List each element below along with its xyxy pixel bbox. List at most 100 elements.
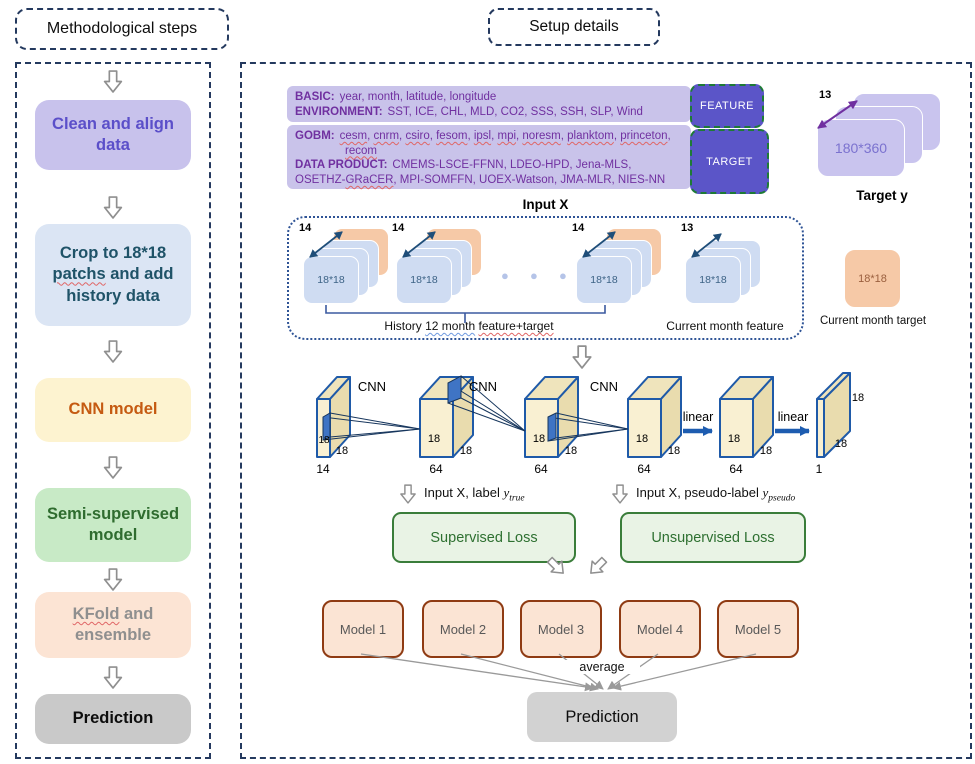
dim-label: 18	[668, 445, 680, 457]
step-label: Semi-supervised model	[46, 504, 180, 544]
dim-label: 18	[852, 392, 864, 404]
basic-line: BASIC: year, month, latitude, longitude	[295, 90, 683, 105]
patch-size: 18*18	[699, 274, 727, 286]
patch-size: 18*18	[858, 272, 887, 285]
channel-label: 14	[316, 462, 330, 476]
channel-label: 64	[729, 462, 743, 476]
conv-window	[547, 412, 557, 442]
setup-details-panel: BASIC: year, month, latitude, longitude E…	[240, 62, 972, 759]
conv-window	[322, 412, 331, 441]
op-label: CNN	[469, 379, 497, 394]
feature-badge: FEATURE	[690, 84, 764, 128]
op-label: CNN	[590, 379, 618, 394]
down-arrow-icon	[104, 340, 123, 363]
target-badge: TARGET	[690, 129, 769, 194]
op-label: linear	[778, 410, 809, 424]
step-label: Clean and align data	[52, 114, 174, 154]
down-arrow-icon	[104, 456, 123, 479]
down-left-arrow-icon	[584, 553, 611, 580]
ensemble-average-lines	[360, 653, 757, 692]
history-patch-stack: 14 18*18	[299, 222, 395, 310]
gobm-models: cesm, cnrm, csiro, fesom, ipsl, mpi, nor…	[339, 130, 671, 157]
channel-label: 64	[429, 462, 443, 476]
step-prediction: Prediction	[35, 694, 191, 744]
step-cnn-model: CNN model	[35, 378, 191, 442]
model-5-box: Model 5	[717, 600, 799, 658]
current-month-feature-stack: 13 18*18	[681, 222, 777, 310]
step-label: CNN model	[68, 400, 158, 419]
right-title-text: Setup details	[529, 18, 619, 35]
op-label: CNN	[358, 379, 386, 394]
supervised-loss-box: Supervised Loss	[392, 512, 576, 563]
basic-label: BASIC:	[295, 91, 335, 103]
dim-label: 18	[428, 433, 440, 445]
dim-label: 18	[835, 438, 847, 450]
depth-arrow-icon	[691, 233, 722, 258]
feature-card-front: 18*18	[396, 256, 452, 304]
step-label: Prediction	[72, 709, 154, 728]
step-clean-align-data: Clean and align data	[35, 100, 191, 170]
unsupervised-input-label: Input X, pseudo-label ypseudo	[612, 484, 795, 504]
environment-items: SST, ICE, CHL, MLD, CO2, SSS, SSH, SLP, …	[387, 105, 643, 118]
environment-label: ENVIRONMENT:	[295, 105, 383, 118]
target-variables-box: GOBM: cesm, cnrm, csiro, fesom, ipsl, mpi…	[287, 125, 691, 189]
supervised-input-label: Input X, label ytrue	[400, 484, 525, 504]
prediction-box: Prediction	[527, 692, 677, 742]
gobm-label: GOBM:	[295, 130, 335, 142]
dim-label: 18	[318, 435, 330, 446]
average-label: average	[564, 660, 640, 674]
basic-items: year, month, latitude, longitude	[339, 91, 497, 103]
step-label: Crop to 18*18 patchs and add history dat…	[52, 244, 174, 305]
down-arrow-icon	[572, 345, 592, 369]
history-patch-stack: 14 18*18	[392, 222, 488, 310]
map-card-front: 180*360	[817, 119, 905, 177]
step-label: KFold and ensemble	[72, 604, 154, 644]
dim-label: 18	[336, 445, 348, 457]
down-arrow-icon	[400, 484, 416, 504]
unsupervised-loss-box: Unsupervised Loss	[620, 512, 806, 563]
dim-label: 18	[636, 433, 648, 445]
history-bracket	[325, 305, 606, 323]
model-2-box: Model 2	[422, 600, 504, 658]
depth-arrow-icon	[582, 231, 616, 258]
step-semi-supervised: Semi-supervised model	[35, 488, 191, 562]
dim-label: 18	[728, 433, 740, 445]
step-kfold-ensemble: KFold and ensemble	[35, 592, 191, 658]
map-size: 180*360	[834, 140, 888, 156]
model-3-box: Model 3	[520, 600, 602, 658]
depth-count: 14	[299, 222, 312, 234]
methodological-steps-panel: Clean and align data Crop to 18*18 patch…	[15, 62, 211, 759]
data-product-line: DATA PRODUCT:CMEMS-LSCE-FFNN, LDEO-HPD, …	[295, 159, 666, 186]
conv-window	[447, 375, 462, 404]
op-label: linear	[683, 410, 714, 424]
target-y-stack: 13 180*360	[807, 89, 957, 184]
cnn-architecture-diagram: CNN CNN CNN linear linear 18 18 18 18 18…	[316, 372, 864, 476]
feature-card-front: 18*18	[303, 256, 359, 304]
patch-size: 18*18	[590, 274, 618, 286]
model-4-box: Model 4	[619, 600, 701, 658]
history-patch-stack: 14 18*18	[572, 222, 668, 310]
down-arrow-icon	[104, 70, 123, 93]
channel-label: 64	[534, 462, 548, 476]
down-arrow-icon	[104, 196, 123, 219]
channel-label: 64	[637, 462, 651, 476]
left-title-text: Methodological steps	[46, 20, 198, 37]
gobm-line: GOBM: cesm, cnrm, csiro, fesom, ipsl, mpi…	[295, 129, 683, 158]
depth-count: 14	[572, 222, 585, 234]
feature-variables-box: BASIC: year, month, latitude, longitude E…	[287, 86, 691, 122]
down-arrow-icon	[612, 484, 628, 504]
input-x-label: Input X	[522, 197, 569, 212]
feature-card-front: 18*18	[685, 256, 741, 304]
depth-count: 13	[819, 89, 832, 101]
dim-label: 18	[533, 433, 545, 445]
depth-count: 14	[392, 222, 405, 234]
dim-label: 18	[460, 445, 472, 457]
depth-arrow-icon	[402, 231, 436, 258]
patch-size: 18*18	[317, 274, 345, 286]
target-y-label: Target y	[856, 188, 908, 203]
input-x-container: 14 18*18 14 18*18 ●●● 14	[287, 216, 804, 340]
depth-count: 13	[681, 222, 694, 234]
current-month-target-label: Current month target	[819, 315, 927, 327]
step-crop-patches: Crop to 18*18 patchs and add history dat…	[35, 224, 191, 326]
